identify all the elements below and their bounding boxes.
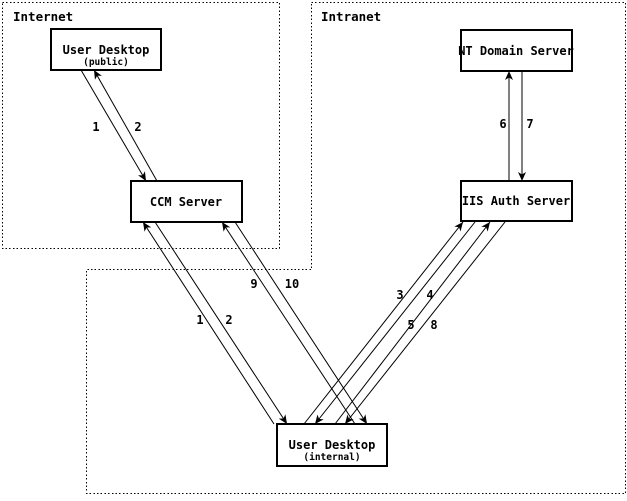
edge-label-9: 9 <box>250 277 257 291</box>
node-nt-domain-server: NT Domain Server <box>458 29 574 72</box>
edge-label-2-internal: 2 <box>225 313 232 327</box>
arrow-8-iis-to-internaldesktop <box>344 221 506 425</box>
arrow-9-internaldesktop-to-ccm <box>221 221 356 425</box>
node-user-desktop-public-box <box>50 28 162 71</box>
node-title: User Desktop <box>63 43 150 57</box>
edge-label-8: 8 <box>430 318 437 332</box>
arrow-5-internaldesktop-to-iis <box>334 221 491 425</box>
node-subtitle: (internal) <box>303 452 360 463</box>
internet-zone-label: Internet <box>13 9 73 24</box>
internet-zone-border <box>2 2 280 249</box>
node-title: CCM Server <box>150 195 222 209</box>
edge-label-2-public: 2 <box>134 120 141 134</box>
edge-label-1-public: 1 <box>92 120 99 134</box>
edge-label-6: 6 <box>499 117 506 131</box>
edge-label-3: 3 <box>396 288 403 302</box>
node-title: NT Domain Server <box>458 44 574 58</box>
node-user-desktop-internal-box <box>276 423 388 467</box>
node-title: User Desktop <box>289 438 376 452</box>
edge-label-1-internal: 1 <box>196 313 203 327</box>
node-subtitle: (public) <box>83 57 129 68</box>
node-user-desktop-public: User Desktop (public) <box>50 28 162 71</box>
node-iis-auth-server-box <box>460 180 573 222</box>
arrow-10-ccm-to-internaldesktop <box>234 221 368 425</box>
node-iis-auth-server: IIS Auth Server <box>460 180 573 222</box>
arrow-4-iis-to-internaldesktop <box>314 221 476 425</box>
edge-label-4: 4 <box>426 288 433 302</box>
arrow-2-ccm-to-publicdesktop <box>93 69 158 182</box>
intranet-zone-border <box>86 2 626 494</box>
node-user-desktop-internal: User Desktop (internal) <box>276 423 388 467</box>
edge-label-7: 7 <box>526 117 533 131</box>
arrow-2-ccm-to-internaldesktop <box>154 221 288 425</box>
arrow-1-publicdesktop-to-ccm <box>80 69 147 182</box>
arrow-3-internaldesktop-to-iis <box>303 221 464 425</box>
node-ccm-server-box <box>130 180 243 223</box>
edge-label-5: 5 <box>407 318 414 332</box>
intranet-zone-label: Intranet <box>321 9 381 24</box>
node-ccm-server: CCM Server <box>130 180 243 223</box>
node-nt-domain-server-box <box>460 29 573 72</box>
arrow-1-internaldesktop-to-ccm <box>142 221 275 425</box>
node-title: IIS Auth Server <box>462 194 570 208</box>
edge-label-10: 10 <box>285 277 299 291</box>
